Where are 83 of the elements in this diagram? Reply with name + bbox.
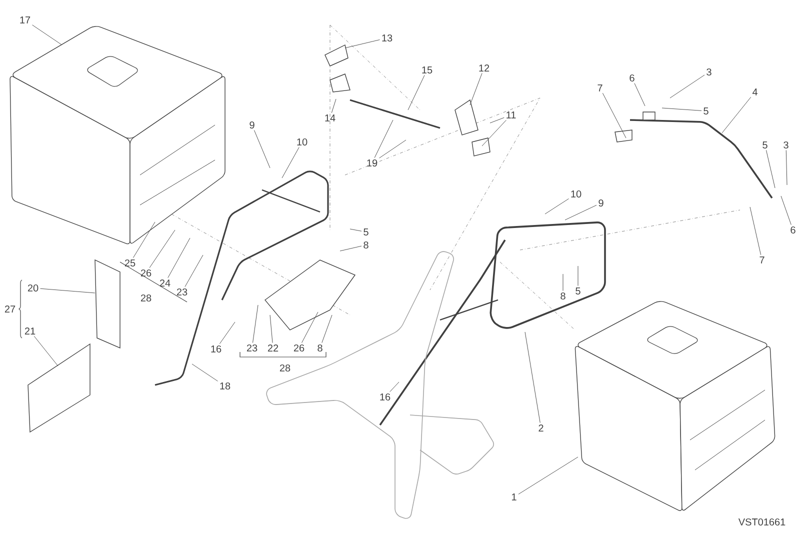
callout-number: 5 <box>762 142 768 148</box>
callout-number: 25 <box>124 259 136 267</box>
callout-number: 22 <box>268 344 278 352</box>
leader-line <box>40 288 96 294</box>
leader-line <box>524 332 540 424</box>
callout-number: 13 <box>382 34 392 42</box>
callout-number: 16 <box>211 345 222 353</box>
leader-line <box>662 108 702 111</box>
leader-line <box>132 222 156 258</box>
callout-number: 10 <box>297 138 308 146</box>
callout-number: 16 <box>380 393 390 401</box>
leader-line <box>344 39 380 48</box>
leader-line <box>302 312 318 343</box>
leader-line <box>340 246 362 252</box>
leader-line <box>634 82 646 106</box>
callout-number: 15 <box>422 66 432 74</box>
leader-line <box>192 364 218 382</box>
callout-number: 3 <box>706 68 712 76</box>
leader-line <box>390 382 400 392</box>
leader-line <box>670 74 705 98</box>
leader-line <box>379 140 406 158</box>
leader-line <box>270 314 273 344</box>
leader-line <box>722 96 752 134</box>
leader-line <box>254 130 270 168</box>
leader-line <box>518 456 578 494</box>
callout-number: 20 <box>28 284 38 292</box>
callout-number: 12 <box>479 64 490 72</box>
callout-number: 7 <box>598 84 602 92</box>
callout-number: 26 <box>294 344 304 352</box>
leader-line <box>252 304 258 343</box>
drawing-code: VST01661 <box>738 518 786 526</box>
leader-line <box>374 120 394 158</box>
leader-line <box>34 336 58 366</box>
callout-number: 28 <box>140 294 152 302</box>
leader-line <box>322 314 332 343</box>
callout-number: 7 <box>760 256 764 264</box>
leader-line <box>602 92 626 138</box>
callout-number: 8 <box>364 241 368 249</box>
leader-line <box>408 74 425 110</box>
callout-number: 5 <box>364 228 368 236</box>
leader-line <box>490 117 504 124</box>
leader-line <box>766 150 776 188</box>
callout-number: 2 <box>538 424 544 432</box>
callout-number: 14 <box>325 114 336 122</box>
leader-line <box>184 254 204 287</box>
leader-line <box>786 150 788 186</box>
callout-number: 28 <box>280 364 290 372</box>
callout-number: 23 <box>176 288 188 296</box>
leader-line <box>282 146 300 178</box>
callout-number: 3 <box>784 141 788 149</box>
callout-number: 6 <box>630 74 634 82</box>
callout-number: 9 <box>250 121 254 129</box>
leader-line <box>562 274 564 291</box>
leader-line <box>32 24 62 46</box>
callout-number: 10 <box>571 190 582 198</box>
leader-line <box>331 98 336 114</box>
leader-line <box>350 228 362 232</box>
leader-line <box>149 230 176 268</box>
callout-number: 19 <box>367 159 378 167</box>
callout-number: 4 <box>752 88 758 96</box>
callout-number: 5 <box>704 108 708 114</box>
callout-number: 6 <box>790 226 796 234</box>
callout-number: 18 <box>220 382 230 390</box>
leader-line <box>482 120 506 146</box>
callout-number: 8 <box>318 344 322 352</box>
leader-line <box>750 206 762 256</box>
callout-number: 8 <box>560 292 566 300</box>
callout-number: 27 <box>4 306 16 312</box>
leader-line <box>219 322 236 344</box>
callout-number: 26 <box>140 269 152 277</box>
callout-number: 23 <box>246 344 258 352</box>
callout-number: 5 <box>576 288 580 294</box>
callout-number: 9 <box>598 199 604 207</box>
callout-number: 24 <box>160 280 170 286</box>
callout-number: 21 <box>24 328 36 334</box>
callout-number: 1 <box>512 494 516 500</box>
callout-number: 11 <box>506 112 516 118</box>
leader-line <box>780 196 792 225</box>
leader-line <box>168 238 190 278</box>
leader-line <box>564 204 597 220</box>
callout-number: 17 <box>20 16 30 24</box>
leader-line <box>544 198 569 214</box>
leader-line <box>470 72 482 106</box>
